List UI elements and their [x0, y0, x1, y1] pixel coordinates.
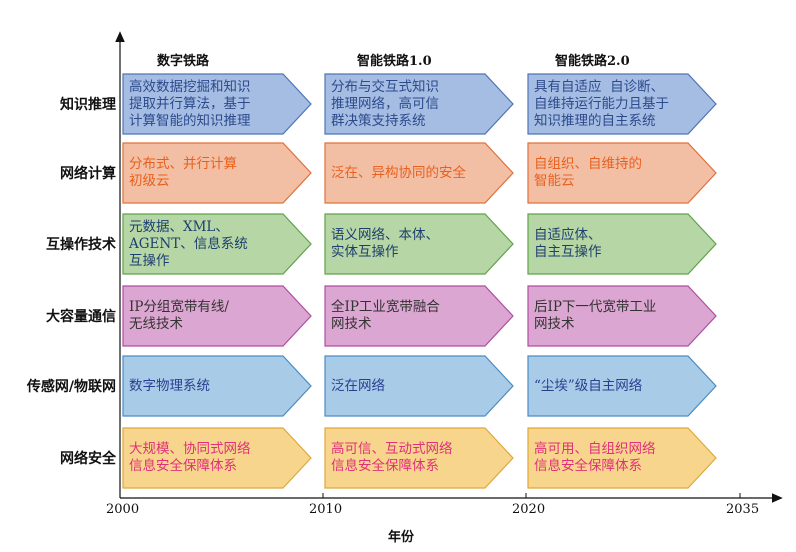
roadmap-cell-text: 泛在网络 — [331, 377, 385, 394]
x-tick-2010: 2010 — [309, 502, 343, 517]
phase-header-digital: 数字铁路 — [157, 54, 210, 69]
roadmap-arrow-shape — [527, 213, 717, 275]
row-label: 知识推理 — [60, 97, 116, 113]
phase-header-smart-2: 智能铁路2.0 — [555, 54, 630, 69]
roadmap-cell-text: 后IP下一代宽带工业 网技术 — [534, 299, 657, 332]
roadmap-arrow-shape — [324, 285, 514, 347]
roadmap-arrow-shape — [122, 73, 312, 135]
x-tick-2020: 2020 — [512, 502, 546, 517]
row-label: 网络安全 — [60, 451, 116, 467]
roadmap-cell-text: 全IP工业宽带融合 网技术 — [331, 299, 440, 332]
roadmap-cell-text: 数字物理系统 — [129, 377, 210, 394]
roadmap-arrow-shape — [122, 213, 312, 275]
roadmap-arrow-shape — [324, 427, 514, 489]
x-tick-2000: 2000 — [106, 502, 140, 517]
roadmap-cell-text: 泛在、异构协同的安全 — [331, 164, 466, 181]
roadmap-cell-text: 自组织、自维持的 智能云 — [534, 156, 642, 189]
row-label: 大容量通信 — [46, 309, 116, 325]
roadmap-arrow-shape — [122, 355, 312, 417]
roadmap-cell-text: 分布与交互式知识 推理网络，高可信 群决策支持系统 — [331, 78, 439, 129]
roadmap-cell-text: 分布式、并行计算 初级云 — [129, 156, 237, 189]
roadmap-cell-text: 高可信、互动式网络 信息安全保障体系 — [331, 441, 453, 474]
roadmap-arrow-shape — [527, 142, 717, 204]
roadmap-cell-text: IP分组宽带有线/ 无线技术 — [129, 299, 229, 332]
roadmap-cell-text: 具有自适应 自诊断、 自维持运行能力且基于 知识推理的自主系统 — [534, 78, 669, 129]
roadmap-arrow-shape — [527, 285, 717, 347]
roadmap-arrow-shape — [122, 285, 312, 347]
x-tick-2035: 2035 — [726, 502, 760, 517]
roadmap-arrow-shape — [527, 355, 717, 417]
roadmap-cell-text: 元数据、XML、 AGENT、信息系统 互操作 — [129, 218, 248, 269]
roadmap-cell-text: 语义网络、本体、 实体互操作 — [331, 227, 439, 260]
roadmap-arrow-shape — [324, 213, 514, 275]
roadmap-arrow-shape — [122, 427, 312, 489]
roadmap-cell-text: 高效数据挖掘和知识 提取并行算法，基于 计算智能的知识推理 — [129, 78, 251, 129]
roadmap-arrow-shape — [527, 427, 717, 489]
roadmap-arrow-shape — [324, 73, 514, 135]
phase-header-smart-1: 智能铁路1.0 — [357, 54, 432, 69]
roadmap-arrow-shape — [122, 142, 312, 204]
x-tick-marks — [119, 493, 741, 498]
row-label: 互操作技术 — [46, 237, 116, 253]
roadmap-cell-text: 高可用、自组织网络 信息安全保障体系 — [534, 441, 656, 474]
roadmap-arrow-shape — [324, 355, 514, 417]
roadmap-cell-text: 自适应体、 自主互操作 — [534, 227, 602, 260]
roadmap-cell-text: 大规模、协同式网络 信息安全保障体系 — [129, 441, 251, 474]
row-label: 网络计算 — [60, 166, 116, 182]
roadmap-cell-text: “尘埃”级自主网络 — [534, 377, 643, 394]
roadmap-arrow-shape — [324, 142, 514, 204]
x-axis-title: 年份 — [388, 530, 415, 545]
row-label: 传感网/物联网 — [26, 379, 116, 395]
roadmap-arrow-shape — [527, 73, 717, 135]
